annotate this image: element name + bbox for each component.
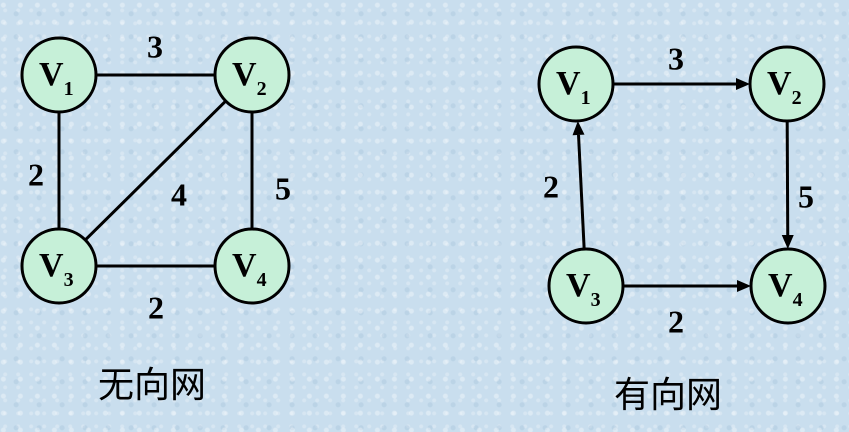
undirected-node-v4-subscript: 4: [257, 269, 267, 291]
undirected-edge-v3-v4-weight: 2: [148, 289, 164, 325]
undirected-node-v2: [213, 36, 291, 114]
directed-edge-v1-v2-weight: 3: [668, 40, 684, 76]
directed-node-v3: [547, 247, 625, 325]
directed-edge-v3-v4-weight: 2: [668, 303, 684, 339]
directed-edge-v3-v1-weight: 2: [543, 168, 559, 204]
undirected-node-v1-subscript: 1: [64, 78, 74, 100]
directed-edge-v3-v1-arrowhead: [572, 120, 585, 136]
directed-node-v2: [748, 45, 826, 123]
directed-edge-v2-v4: [785, 120, 790, 236]
undirected-node-v4: [213, 227, 291, 305]
undirected-edge-v1-v3-weight: 2: [28, 156, 44, 192]
undirected-edge-v2-v3-weight: 4: [171, 176, 187, 212]
directed-network-caption: 有向网: [614, 375, 723, 416]
undirected-node-v3-subscript: 3: [64, 269, 74, 291]
directed-edge-v1-v2-arrowhead: [736, 78, 750, 90]
directed-node-v4-subscript: 4: [793, 289, 803, 311]
undirected-node-v3: [20, 227, 98, 305]
directed-node-v3-subscript: 3: [591, 289, 601, 311]
directed-edge-v3-v1: [577, 134, 586, 250]
directed-node-v4: [749, 247, 827, 325]
directed-node-v2-subscript: 2: [792, 87, 802, 109]
directed-edge-v2-v4-weight: 5: [798, 178, 814, 214]
directed-edge-v3-v4-arrowhead: [737, 280, 751, 292]
undirected-edge-v2-v3: [84, 99, 227, 242]
undirected-edge-v1-v2-weight: 3: [147, 28, 163, 64]
directed-node-v1-subscript: 1: [581, 87, 591, 109]
undirected-network-caption: 无向网: [98, 365, 207, 406]
directed-node-v1: [537, 45, 615, 123]
undirected-edge-v2-v4-weight: 5: [275, 170, 291, 206]
undirected-node-v2-subscript: 2: [257, 78, 267, 100]
directed-edge-v2-v4-arrowhead: [781, 234, 794, 250]
undirected-node-v1: [20, 36, 98, 114]
